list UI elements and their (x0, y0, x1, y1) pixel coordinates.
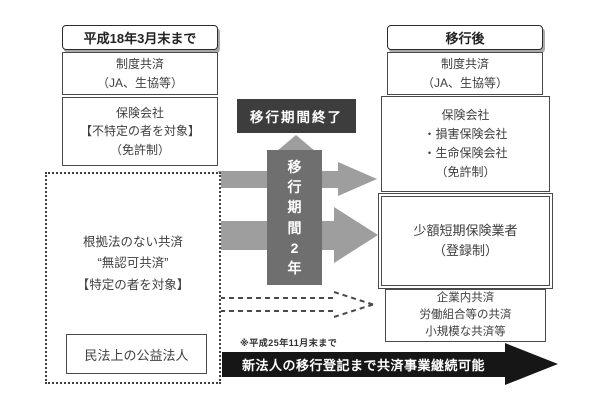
box-in-company-kyosai: 企業内共済 労働組合等の共済 小規模な共済等 (385, 289, 546, 342)
up-arrow-icon (277, 135, 315, 151)
box-civil-law-corporation: 民法上の公益法人 (66, 334, 207, 374)
box-unlicensed-kyosai: 根拠法のない共済 “無認可共済” 【特定の者を対象】 民法上の公益法人 (45, 172, 221, 384)
unlicensed-kyosai-label: 根拠法のない共済 “無認可共済” 【特定の者を対象】 (76, 235, 190, 292)
transition-arrow-lower-head-icon (334, 207, 378, 263)
continuation-arrow-head-icon (505, 343, 558, 385)
box-institutional-kyosai-after: 制度共済 （JA、生協等） (387, 52, 543, 95)
box-insurance-companies-after: 保険会社 ・損害保険会社 ・生命保険会社 （免許制） (381, 96, 550, 192)
box-small-amount-short-term-insurer: 少額短期保険業者 （登録制） (378, 193, 553, 289)
header-after-transition: 移行後 (387, 25, 543, 50)
box-insurance-company-before: 保険会社 【不特定の者を対象】 （免許制） (62, 97, 218, 166)
deadline-note: ※平成25年11月末まで (240, 338, 338, 348)
transition-period-2years-box: 移 行 期 間 2 年 (267, 150, 322, 285)
continuation-arrow-label: 新法人の移行登記まで共済事業継続可能 (222, 352, 505, 377)
header-before-transition: 平成18年3月末まで (62, 25, 218, 50)
transition-period-end-box: 移行期間終了 (237, 99, 356, 133)
transition-arrow-upper-head-icon (338, 162, 377, 196)
dashed-arrow-icon (220, 291, 374, 318)
box-institutional-kyosai-before: 制度共済 （JA、生協等） (62, 52, 218, 95)
